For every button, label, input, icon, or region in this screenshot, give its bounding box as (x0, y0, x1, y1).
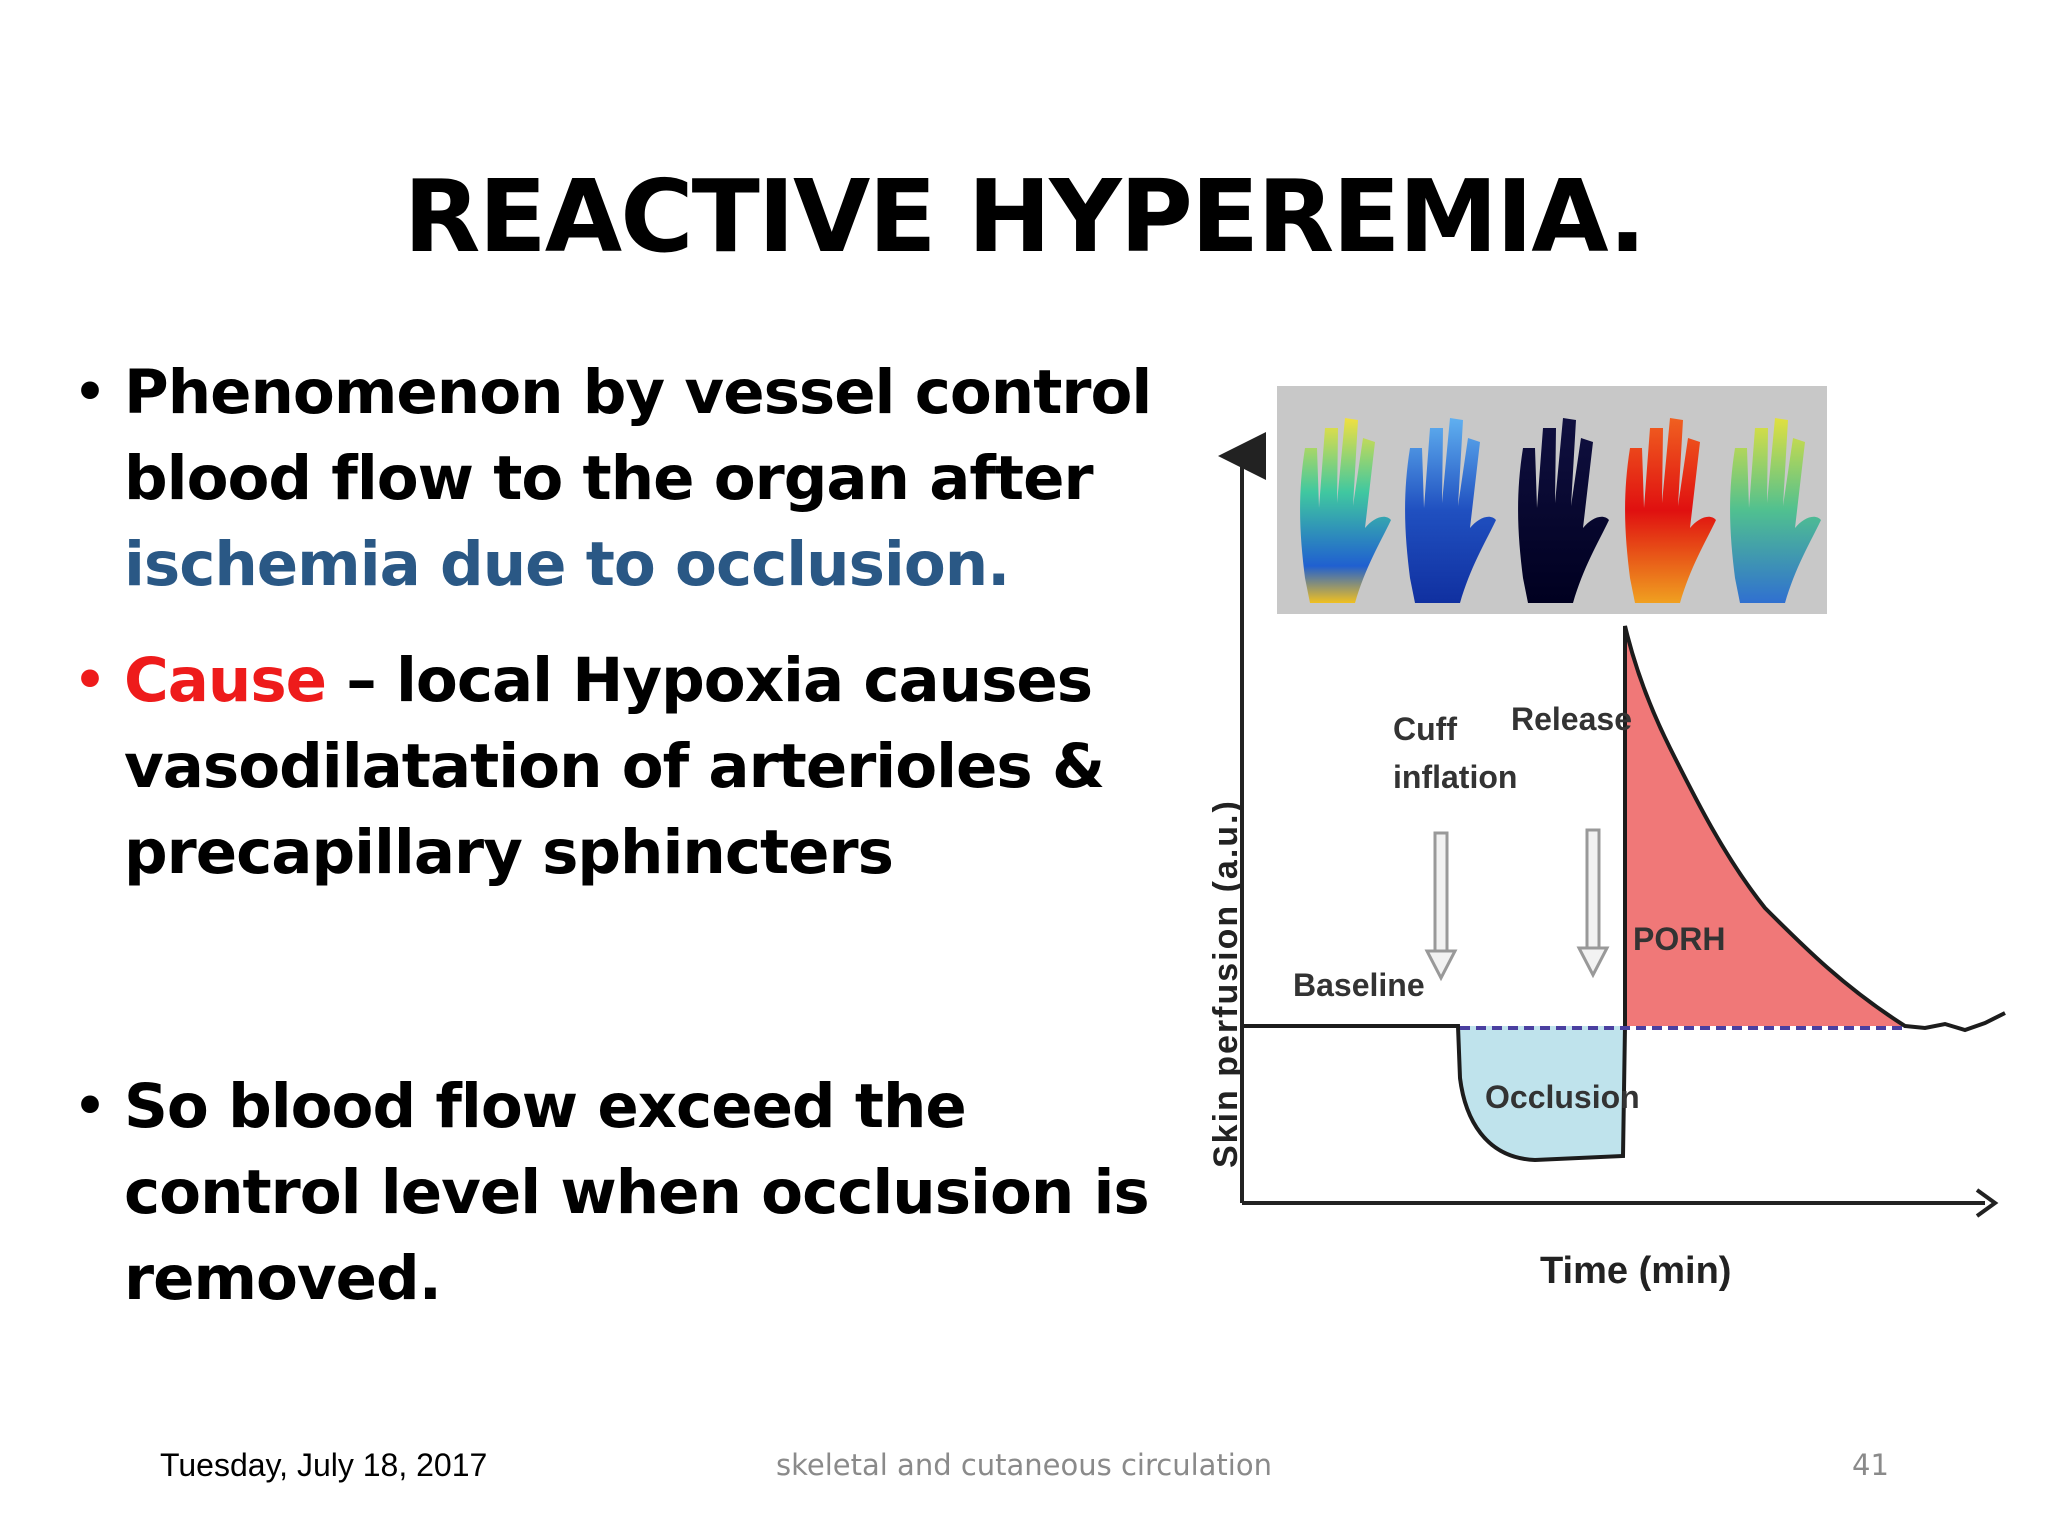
x-axis-label: Time (min) (1540, 1250, 1731, 1292)
bullet-marker: • (72, 1071, 108, 1142)
bullet-list: • Phenomenon by vessel control blood flo… (72, 350, 1182, 1322)
perfusion-curve (1242, 625, 2006, 1163)
porh-label: PORH (1633, 921, 1725, 957)
hand-thermal-hyperemia-red-icon (1625, 418, 1716, 603)
bullet-highlight-text: ischemia due to occlusion. (124, 529, 1010, 600)
bullet-text: So blood flow exceed the control level w… (124, 1071, 1150, 1314)
porh-area (1625, 626, 1905, 1026)
x-axis-arrowhead (1975, 1188, 1999, 1218)
release-arrow (1576, 828, 1610, 979)
hand-thermal-occlusion-early-icon (1405, 418, 1496, 603)
slide-title: REACTIVE HYPEREMIA. (403, 158, 1646, 275)
footer-date: Tuesday, July 18, 2017 (160, 1447, 488, 1483)
bullet-text: – local Hypoxia causes vasodilatation of… (124, 645, 1105, 888)
bullet-item-blood-flow: • So blood flow exceed the control level… (72, 1064, 1182, 1322)
bullet-lead-cause: Cause (124, 645, 327, 716)
bullet-marker: • (72, 645, 108, 716)
hand-thermal-occlusion-dark-icon (1518, 418, 1609, 603)
bullet-item-cause: • Cause – local Hypoxia causes vasodilat… (72, 638, 1182, 896)
y-axis-label: Skin perfusion (a.u.) (1207, 799, 1245, 1168)
cuff-label: Cuff (1393, 711, 1457, 747)
inflation-label: inflation (1393, 759, 1517, 795)
hand-thermal-baseline-icon (1300, 418, 1391, 603)
baseline-label: Baseline (1293, 967, 1425, 1003)
thermal-image-strip (1277, 386, 1827, 614)
reactive-hyperemia-diagram: Skin perfusion (a.u.) Time (min) Baselin… (1207, 386, 2006, 1292)
bullet-marker: • (72, 357, 108, 428)
cuff-inflation-arrow (1424, 831, 1458, 982)
occlusion-label: Occlusion (1485, 1079, 1640, 1115)
release-label: Release (1511, 701, 1632, 737)
bullet-text: Phenomenon by vessel control blood flow … (124, 357, 1152, 514)
footer-title: skeletal and cutaneous circulation (776, 1448, 1272, 1482)
footer-page-number: 41 (1852, 1448, 1889, 1482)
bullet-item-phenomenon: • Phenomenon by vessel control blood flo… (72, 350, 1182, 608)
occlusion-area (1458, 1026, 1625, 1160)
hand-thermal-recovery-icon (1730, 418, 1821, 603)
